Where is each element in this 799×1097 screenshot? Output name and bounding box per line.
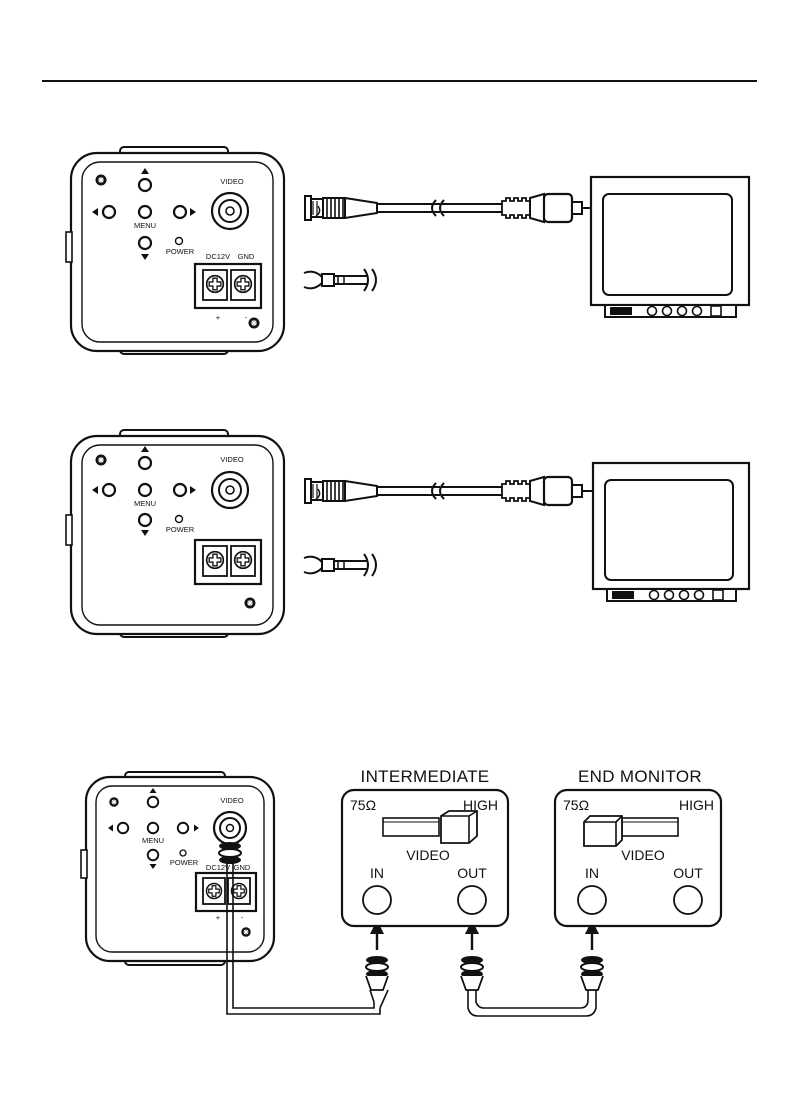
gnd-label: GND [234, 863, 251, 872]
power-label: POWER [170, 858, 199, 867]
video-label: VIDEO [220, 177, 244, 186]
video-cable [305, 477, 592, 505]
end-monitor-out-label: OUT [673, 865, 703, 881]
rca-plug [461, 956, 483, 990]
power-terminal-block [195, 540, 261, 584]
end-monitor-75ohm-label: 75Ω [563, 797, 589, 813]
end-monitor-title: END MONITOR [578, 767, 702, 786]
down-button[interactable] [148, 850, 159, 861]
up-button[interactable] [139, 457, 151, 469]
left-button[interactable] [103, 206, 115, 218]
screw-icon [207, 884, 222, 899]
end-monitor-in-jack[interactable] [578, 886, 606, 914]
intermediate-in-jack[interactable] [363, 886, 391, 914]
video-output-connector [212, 193, 248, 229]
gear-icon [241, 927, 250, 936]
video-label: VIDEO [220, 455, 244, 464]
menu-label: MENU [142, 836, 164, 845]
end-monitor-panel: END MONITOR 75Ω HIGH VIDEO IN OUT [555, 767, 721, 926]
menu-button[interactable] [148, 823, 159, 834]
power-wire [304, 269, 376, 291]
power-led [176, 516, 183, 523]
gear-icon [96, 455, 107, 466]
video-monitor [591, 177, 749, 317]
camera-rear-panel: MENU POWER VIDEO DC12V GND + - [66, 147, 284, 354]
left-button[interactable] [118, 823, 129, 834]
right-button[interactable] [178, 823, 189, 834]
screw-icon [207, 552, 224, 569]
video-cable-intermediate-to-end [468, 990, 596, 1016]
gear-icon [245, 598, 256, 609]
video-label: VIDEO [220, 796, 244, 805]
intermediate-75ohm-label: 75Ω [350, 797, 376, 813]
menu-button[interactable] [139, 484, 151, 496]
power-terminal-block [195, 264, 261, 308]
power-terminal-block [196, 873, 256, 911]
down-button[interactable] [139, 514, 151, 526]
end-monitor-in-label: IN [585, 865, 599, 881]
screw-icon [235, 276, 252, 293]
gear-icon [109, 797, 118, 806]
menu-label: MENU [134, 499, 156, 508]
power-wire [304, 554, 376, 576]
gear-icon [249, 318, 260, 329]
power-led [176, 238, 183, 245]
dc12v-label: DC12V [206, 252, 230, 261]
up-button[interactable] [148, 797, 159, 808]
power-led [180, 850, 186, 856]
video-output-connector [214, 812, 246, 844]
screw-icon [207, 276, 224, 293]
plus-label: + [216, 313, 221, 322]
right-button[interactable] [174, 206, 186, 218]
rca-plug [366, 956, 388, 990]
gear-icon [96, 175, 107, 186]
end-monitor-video-label: VIDEO [621, 847, 665, 863]
intermediate-out-label: OUT [457, 865, 487, 881]
right-button[interactable] [174, 484, 186, 496]
intermediate-video-label: VIDEO [406, 847, 450, 863]
intermediate-in-label: IN [370, 865, 384, 881]
end-monitor-out-jack[interactable] [674, 886, 702, 914]
left-button[interactable] [103, 484, 115, 496]
up-button[interactable] [139, 179, 151, 191]
camera-rear-panel: MENU POWER VIDEO [66, 430, 284, 637]
end-monitor-high-label: HIGH [679, 797, 714, 813]
video-output-connector [212, 472, 248, 508]
menu-button[interactable] [139, 206, 151, 218]
intermediate-monitor-panel: INTERMEDIATE 75Ω HIGH VIDEO IN OUT [342, 767, 508, 926]
plus-label: + [216, 913, 221, 922]
intermediate-title: INTERMEDIATE [361, 767, 490, 786]
rca-plug [581, 956, 603, 990]
intermediate-out-jack[interactable] [458, 886, 486, 914]
camera-rear-panel: MENU POWER VIDEO DC12V GND + - [81, 772, 274, 965]
bnc-plug-attached [219, 842, 241, 864]
down-button[interactable] [139, 237, 151, 249]
power-label: POWER [166, 247, 195, 256]
video-monitor [593, 463, 749, 601]
screw-icon [235, 552, 252, 569]
power-label: POWER [166, 525, 195, 534]
menu-label: MENU [134, 221, 156, 230]
video-cable [305, 194, 592, 222]
gnd-label: GND [238, 252, 255, 261]
